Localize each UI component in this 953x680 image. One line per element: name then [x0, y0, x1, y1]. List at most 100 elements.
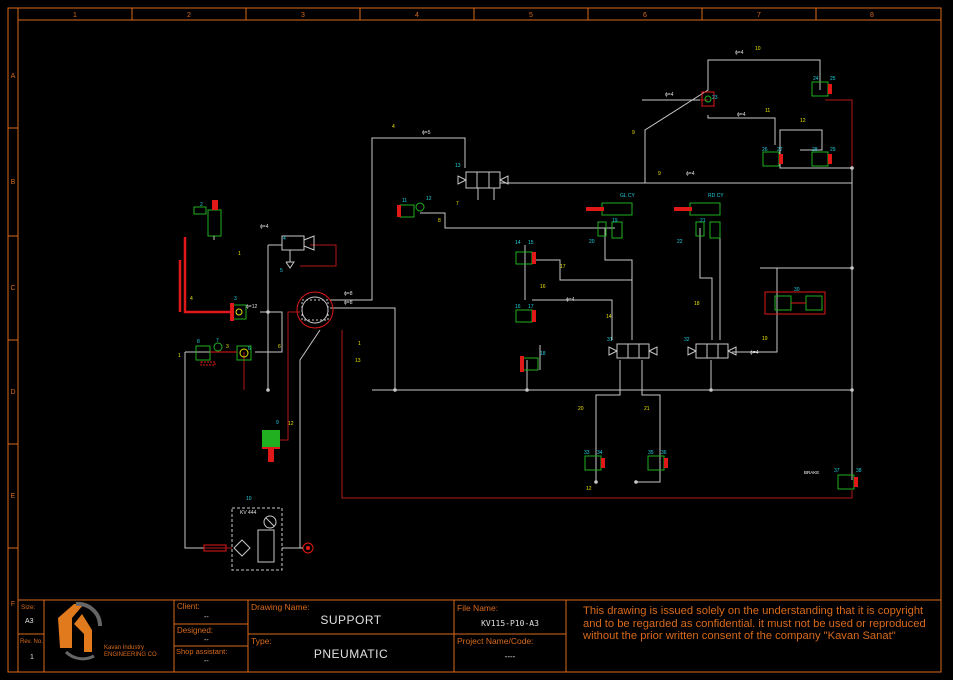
part-tag: 17 [528, 304, 534, 310]
junction-dots [266, 166, 854, 484]
directional-valve-31 [608, 343, 658, 359]
pipe-label: 4 [392, 124, 395, 130]
pipe-label: 17 [560, 264, 566, 270]
pipe-label: 8 [438, 218, 441, 224]
valve-33 [584, 455, 605, 471]
pipe-label: 21 [644, 406, 650, 412]
row-label: E [11, 493, 16, 500]
size-value: A3 [25, 618, 34, 625]
part-tag: 38 [856, 468, 862, 474]
valve-24 [811, 81, 832, 97]
pressure-switch [397, 202, 425, 218]
row-label: D [10, 389, 15, 396]
column-label: 1 [73, 12, 77, 19]
foot-actuator [262, 430, 280, 462]
component-tags: 2 3 4 5 6 7 8 9 10 11 12 13 14 15 16 17 … [197, 76, 862, 502]
roller-valve-18 [520, 356, 539, 372]
pipe-label: 6 [278, 344, 281, 350]
part-tag: 35 [648, 450, 654, 456]
pipe-label: 19 [762, 336, 768, 342]
company-name-line1: Kavan Industry [104, 645, 145, 651]
part-tag: 24 [813, 76, 819, 82]
part-tag: 37 [834, 468, 840, 474]
frame-row-grid [8, 127, 18, 549]
part-tag: 23 [712, 95, 718, 101]
pipe-size: ϕ=12 [246, 304, 258, 310]
column-label: 3 [301, 12, 305, 19]
pipe-size: ϕ=4 [566, 297, 575, 303]
pipe-size: ϕ=4 [260, 224, 269, 230]
part-tag: 16 [515, 304, 521, 310]
pipe-label: 1 [178, 353, 181, 359]
size-label: Size: [21, 604, 36, 611]
frame-column-grid [131, 8, 817, 20]
part-tag: 9 [276, 420, 279, 426]
rev-value: 1 [30, 654, 34, 661]
part-tag: 27 [777, 147, 783, 153]
pipe-size: ϕ=4 [665, 92, 674, 98]
check-valve-3 [230, 303, 247, 321]
part-tag: 7 [216, 338, 219, 344]
directional-valve-32 [687, 343, 737, 359]
rotary-distributor [296, 291, 334, 329]
shop-assistant-value: -- [204, 658, 209, 665]
part-tag: 25 [830, 76, 836, 82]
column-label: 6 [643, 12, 647, 19]
frame-row-labels: A B C D E F [10, 73, 15, 608]
part-tag: 13 [455, 163, 461, 169]
pipe-label: 14 [606, 314, 612, 320]
frl-unit [203, 507, 314, 571]
column-label: 4 [415, 12, 419, 19]
valve-28 [811, 151, 832, 167]
cylinder-rod-line [178, 237, 232, 314]
type-label: Type: [251, 636, 272, 646]
pipe-label: 7 [456, 201, 459, 207]
part-tag: 12 [426, 196, 432, 202]
company-name: Kavan Industry ENGINEERING CO [104, 645, 157, 659]
project-value: ---- [504, 652, 516, 661]
pipe-label: 11 [765, 108, 770, 114]
part-tag: 19 [612, 218, 618, 224]
part-tag: 15 [528, 240, 534, 246]
drawing-name-value: SUPPORT [320, 613, 382, 627]
pipe-label: 18 [694, 301, 700, 307]
pipe-size: ϕ=4 [735, 50, 744, 56]
project-label: Project Name/Code: [457, 636, 534, 646]
file-name-label: File Name: [457, 603, 499, 613]
frame-column-labels: 1 2 3 4 5 6 7 8 [73, 12, 874, 19]
column-label: 7 [757, 12, 761, 19]
gl-cylinder-label: GL CY [620, 193, 635, 199]
row-label: B [11, 179, 16, 186]
part-tag: 22 [677, 239, 683, 245]
pipe-size: ϕ=5 [422, 130, 431, 136]
pipe-label: 16 [540, 284, 546, 290]
rev-label: Rev. No. [20, 639, 43, 645]
part-tag: 2 [200, 202, 203, 208]
pneumatic-piping [184, 59, 853, 549]
designed-value: -- [204, 637, 209, 644]
row-label: A [11, 73, 16, 80]
part-tag: 20 [589, 239, 595, 245]
roller-valve-16 [515, 309, 536, 323]
pipe-label: 12 [586, 486, 592, 492]
type-value: PNEUMATIC [313, 647, 389, 661]
pipe-size: ϕ=8 [344, 300, 353, 306]
pipe-size: ϕ=4 [686, 171, 695, 177]
valve-37 [837, 474, 858, 490]
pipe-label: 20 [578, 406, 584, 412]
filter-regulator [195, 342, 252, 366]
valve-30 [764, 291, 826, 315]
part-tag: 32 [684, 337, 690, 343]
part-tag: 3 [234, 296, 237, 302]
pipe-label: 3 [226, 344, 229, 350]
row-label: F [11, 601, 15, 608]
pipe-size: ϕ=4 [750, 350, 759, 356]
company-logo [58, 601, 103, 661]
shop-assistant-label: Shop assistant: [176, 647, 228, 656]
valve-26 [762, 151, 783, 167]
pipe-label: 1 [238, 251, 241, 257]
part-tag: 18 [540, 351, 546, 357]
part-tag: 6 [248, 346, 251, 352]
part-tag: 33 [584, 450, 590, 456]
